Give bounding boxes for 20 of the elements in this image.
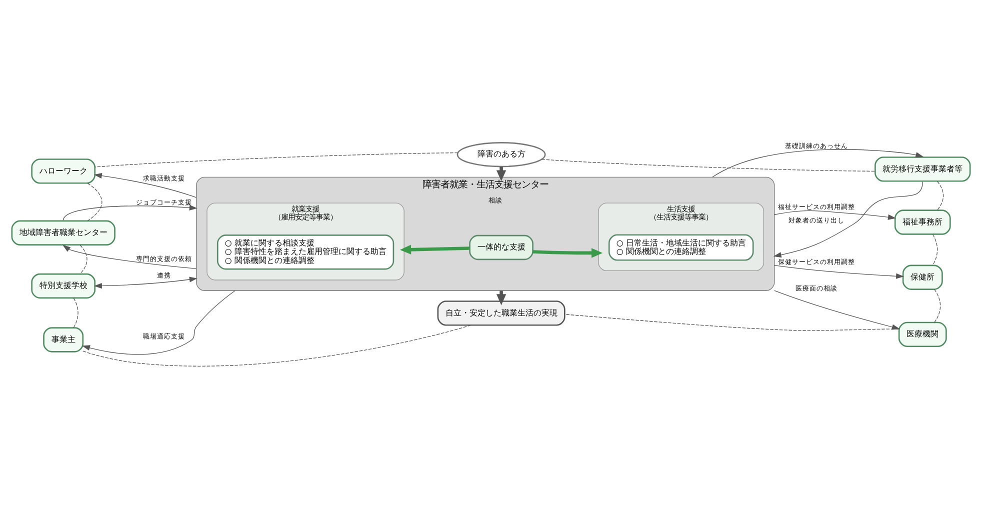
connector xyxy=(934,288,941,323)
arrow xyxy=(63,204,198,221)
arrow xyxy=(94,276,198,289)
arrow xyxy=(82,290,236,355)
connector xyxy=(932,234,938,266)
arrow xyxy=(712,149,924,178)
connector xyxy=(541,159,876,172)
arrow xyxy=(532,248,603,258)
arrow xyxy=(774,265,904,279)
arrow xyxy=(94,173,197,198)
connector xyxy=(82,324,472,366)
arrow xyxy=(62,244,197,270)
connector xyxy=(80,244,88,274)
connector xyxy=(87,182,102,222)
arrow xyxy=(400,244,470,254)
connector xyxy=(936,181,944,211)
connector xyxy=(73,298,78,328)
connector xyxy=(94,152,458,168)
arrow xyxy=(773,181,923,258)
arrow xyxy=(774,210,896,220)
